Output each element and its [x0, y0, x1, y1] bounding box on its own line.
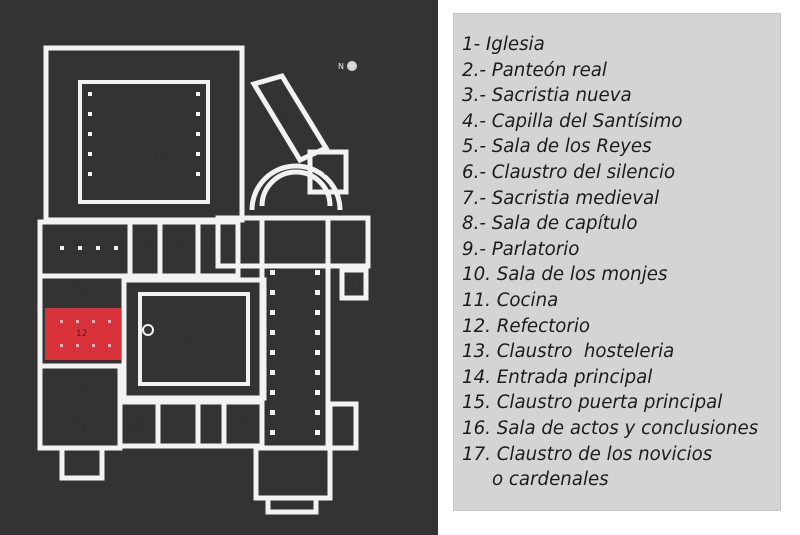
room-label-3: 3 — [283, 117, 289, 127]
room-label-14: 14 — [76, 421, 88, 431]
room-label-4: 4 — [324, 169, 330, 179]
room-label-2: 2 — [350, 281, 356, 291]
legend-item-1: 1- Iglesia — [462, 34, 545, 55]
legend-item-5: 5.- Sala de los Reyes — [462, 136, 652, 158]
legend-item-3: 3.- Sacristia nueva — [462, 85, 632, 107]
room-label-12: 12 — [76, 329, 87, 339]
room-label-6: 6 — [186, 335, 192, 345]
room-label-11: 11 — [76, 285, 87, 295]
legend-item-2: 2.- Panteón real — [462, 59, 607, 81]
cloister-arcade-marks — [60, 92, 200, 336]
legend-item-15: 15. Claustro puerta principal — [462, 392, 723, 414]
room-labels: 1 2 3 4 5 6 7 8 9 10 11 12 13 14 15 16 1… — [74, 117, 356, 431]
legend-item-6: 6.- Claustro del silencio — [462, 161, 676, 183]
legend-box — [454, 14, 780, 510]
legend-item-14: 14. Entrada principal — [462, 366, 653, 388]
room-label-16: 16 — [175, 421, 187, 431]
legend-item-7: 7.- Sacristia medieval — [462, 187, 660, 209]
plan-walls — [37, 45, 371, 515]
legend-item-8: 8.- Sala de capítulo — [462, 213, 638, 235]
room-label-9: 9 — [143, 239, 149, 249]
north-label: N — [338, 62, 344, 71]
north-arrow: N — [338, 61, 357, 71]
room-label-15: 15 — [128, 421, 139, 431]
refectorio-columns — [60, 320, 111, 347]
legend-list: 1- Iglesia 2.- Panteón real 3.- Sacristi… — [462, 32, 758, 493]
legend-item-4: 4.- Capilla del Santísimo — [462, 110, 683, 132]
legend-item-13: 13. Claustro hosteleria — [462, 341, 675, 363]
room-label-17: 17 — [153, 153, 164, 163]
room-label-1: 1 — [289, 237, 295, 247]
legend-item-16: 16. Sala de actos y conclusiones — [462, 417, 759, 439]
legend-item-17: 17. Claustro de los novicios — [462, 443, 713, 465]
legend-item-12: 12. Refectorio — [462, 315, 591, 337]
room-label-13: 13 — [76, 385, 87, 395]
legend-item-11: 11. Cocina — [462, 289, 559, 311]
room-label-7: 7 — [208, 239, 214, 249]
monastery-floor-plan: N 1 2 3 4 5 6 7 8 9 10 11 12 13 14 15 16… — [37, 45, 371, 515]
nave-pillars — [270, 270, 320, 435]
legend-item-9: 9.- Parlatorio — [462, 238, 580, 260]
room-label-5: 5 — [239, 419, 245, 429]
refectorio-highlight — [45, 308, 121, 360]
room-label-8: 8 — [176, 239, 182, 249]
room-label-10: 10 — [74, 239, 86, 249]
floor-plan-panel: N 1 2 3 4 5 6 7 8 9 10 11 12 13 14 15 16… — [37, 45, 371, 515]
legend-item-17-continuation: o cardenales — [492, 469, 609, 491]
legend-item-10: 10. Sala de los monjes — [462, 264, 668, 286]
